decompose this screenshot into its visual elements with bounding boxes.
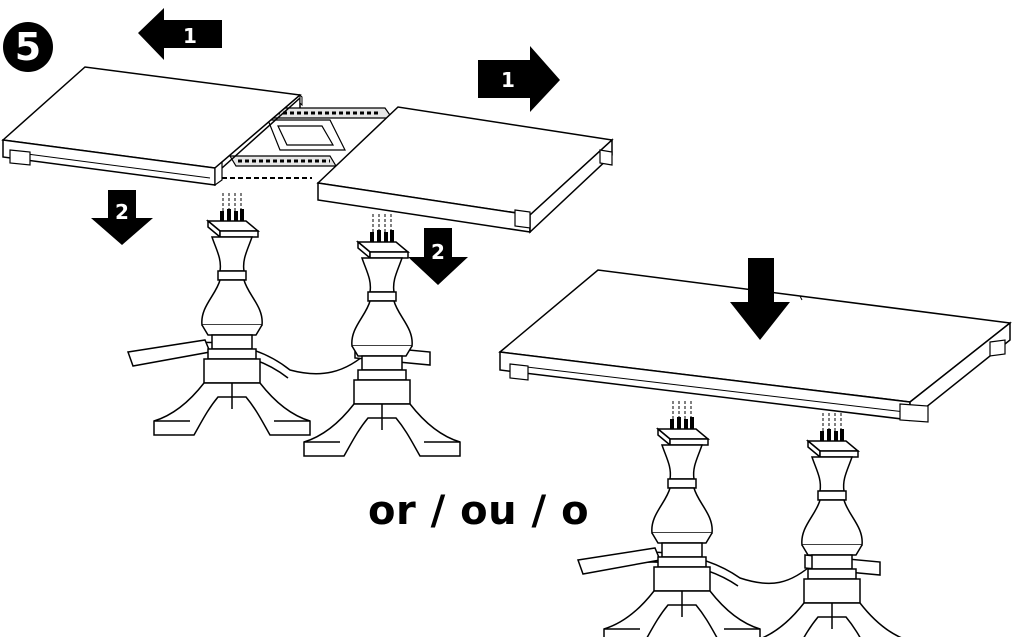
right-tabletop-half bbox=[316, 106, 614, 234]
arrow-lower-right: 2 bbox=[408, 228, 468, 285]
right-pedestal-closed bbox=[753, 412, 911, 641]
arrow-lower-left-label: 2 bbox=[115, 200, 129, 224]
arrow-pull-left-label: 1 bbox=[183, 24, 197, 48]
arrow-pull-right: 1 bbox=[478, 46, 560, 112]
arrow-lower-right-label: 2 bbox=[431, 240, 445, 264]
left-pedestal bbox=[153, 192, 311, 436]
arrow-lower-left: 2 bbox=[91, 190, 153, 245]
extension-rails bbox=[221, 97, 394, 179]
alternative-label: or / ou / o bbox=[368, 488, 590, 534]
arrow-pull-right-label: 1 bbox=[501, 68, 515, 92]
left-pedestal-closed bbox=[603, 400, 761, 641]
extended-table-assembly bbox=[1, 66, 614, 457]
left-tabletop-half bbox=[1, 66, 303, 187]
closed-table-assembly bbox=[498, 269, 1012, 641]
closed-tabletop bbox=[498, 269, 1012, 423]
arrow-pull-left: 1 bbox=[138, 8, 222, 60]
step-number-badge: 5 bbox=[3, 22, 53, 72]
down-arrow-icon bbox=[730, 258, 790, 340]
